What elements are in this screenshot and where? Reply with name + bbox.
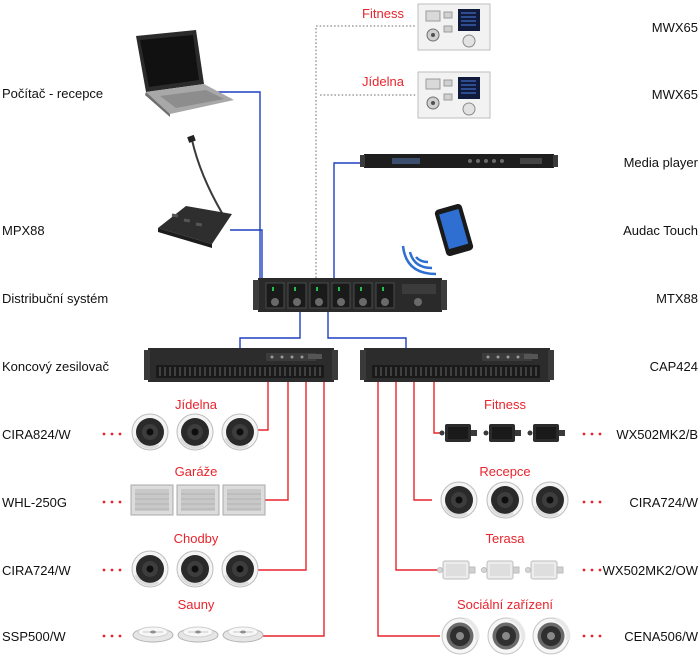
- model-right-4: CENA506/W: [624, 629, 698, 644]
- label-mwx-1: MWX65: [652, 20, 698, 35]
- label-pc: Počítač - recepce: [2, 86, 103, 101]
- ceiling-speaker-grille-icon: [440, 616, 480, 656]
- wall-speaker-black-icon: [527, 424, 565, 442]
- wall-panel-zone-fitness: Fitness: [362, 6, 404, 21]
- zone-left-3: Chodby: [174, 531, 219, 546]
- network-links: [202, 91, 407, 348]
- more-speakers-dots: [102, 432, 602, 638]
- ceiling-speaker-icon: [485, 480, 525, 520]
- speaker-lines-left: [254, 382, 325, 637]
- ceiling-speaker-grille-icon: [486, 616, 526, 656]
- ceiling-speaker-icon: [220, 549, 260, 589]
- zone-right-2: Recepce: [479, 464, 530, 479]
- ceiling-speaker-icon: [130, 549, 170, 589]
- sauna-speaker-icon: [222, 626, 264, 643]
- paging-microphone-icon: [158, 134, 232, 248]
- wall-speaker-white-icon: [525, 560, 564, 580]
- smartphone-icon: [401, 204, 474, 276]
- zone-left-4: Sauny: [178, 597, 215, 612]
- ceiling-speaker-icon: [130, 412, 170, 452]
- horn-speaker-icon: [130, 484, 174, 516]
- wall-speaker-black-icon: [439, 424, 477, 442]
- wall-speaker-white-icon: [481, 560, 520, 580]
- model-left-1: CIRA824/W: [2, 427, 71, 442]
- wall-speaker-white-icon: [437, 560, 476, 580]
- horn-speaker-icon: [222, 484, 266, 516]
- label-media-player: Media player: [624, 155, 699, 170]
- horn-speaker-icon: [176, 484, 220, 516]
- label-touch: Audac Touch: [623, 223, 698, 238]
- sauna-speaker-icon: [177, 626, 219, 643]
- model-right-2: CIRA724/W: [629, 495, 698, 510]
- wall-panel-zone-jidelna: Jídelna: [362, 74, 405, 89]
- label-mpx: MPX88: [2, 223, 45, 238]
- laptop-icon: [136, 30, 234, 117]
- amplifier-right-icon: [359, 347, 555, 383]
- wall-speaker-black-icon: [483, 424, 521, 442]
- model-right-3: WX502MK2/OW: [603, 563, 699, 578]
- zone-right-4: Sociální zařízení: [457, 597, 553, 612]
- sauna-speaker-icon: [132, 626, 174, 643]
- ceiling-speaker-icon: [530, 480, 570, 520]
- label-mwx-2: MWX65: [652, 87, 698, 102]
- label-distribution: Distribuční systém: [2, 291, 108, 306]
- speaker-lines-right: [377, 382, 444, 637]
- ceiling-speaker-icon: [220, 412, 260, 452]
- zone-left-2: Garáže: [175, 464, 218, 479]
- wall-panel-links: [315, 25, 416, 278]
- zone-right-3: Terasa: [485, 531, 525, 546]
- zone-right-1: Fitness: [484, 397, 526, 412]
- zone-left-1: Jídelna: [175, 397, 218, 412]
- matrix-device-icon: [253, 278, 447, 312]
- label-amplifier: Koncový zesilovač: [2, 359, 109, 374]
- ceiling-speaker-icon: [439, 480, 479, 520]
- model-right-1: WX502MK2/B: [616, 427, 698, 442]
- ceiling-speaker-icon: [175, 549, 215, 589]
- ceiling-speaker-icon: [175, 412, 215, 452]
- wall-panel-fitness-icon: [417, 3, 491, 51]
- label-cap: CAP424: [650, 359, 698, 374]
- model-left-2: WHL-250G: [2, 495, 67, 510]
- amplifier-left-icon: [143, 347, 339, 383]
- media-player-icon: [360, 154, 558, 168]
- wall-panel-jidelna-icon: [417, 71, 491, 119]
- ceiling-speaker-grille-icon: [531, 616, 571, 656]
- model-left-4: SSP500/W: [2, 629, 66, 644]
- model-left-3: CIRA724/W: [2, 563, 71, 578]
- label-mtx: MTX88: [656, 291, 698, 306]
